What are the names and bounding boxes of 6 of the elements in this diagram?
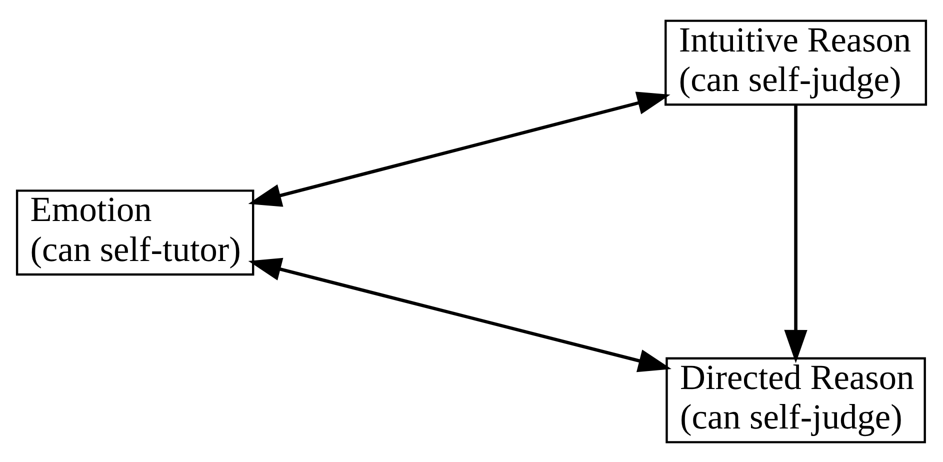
arrow <box>248 91 670 206</box>
arrow <box>784 104 808 363</box>
node-box: Intuitive Reason (can self-judge) <box>664 19 928 106</box>
node-box: Emotion (can self-tutor) <box>16 189 254 276</box>
arrow <box>248 257 672 372</box>
node-box: Directed Reason (can self-judge) <box>666 356 926 443</box>
